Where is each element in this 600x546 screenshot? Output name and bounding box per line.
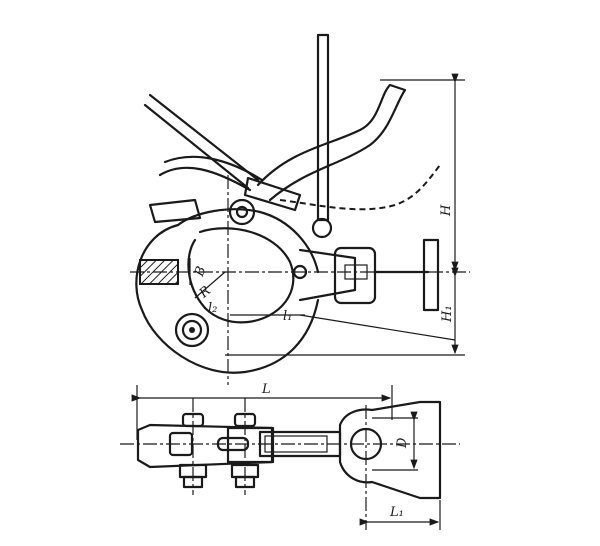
lower-bolt-inner — [181, 319, 203, 341]
rod-pin — [292, 264, 308, 280]
alternate-position-outline — [279, 164, 441, 211]
vertical-rod-pin — [311, 217, 333, 239]
r-leader — [194, 271, 226, 299]
upper-pivot-outer — [228, 198, 256, 226]
label-H: H — [439, 204, 454, 217]
label-l1: l₁ — [283, 309, 292, 324]
label-H1: H₁ — [440, 305, 455, 323]
label-L: L — [261, 382, 271, 397]
clamp-upper-body — [176, 208, 320, 274]
label-B: B — [192, 264, 210, 279]
bolt2-bottom-nut-b — [234, 475, 256, 489]
link-plate — [243, 176, 302, 212]
upper-pivot-inner — [235, 205, 249, 219]
top-view: L D L₁ — [120, 382, 460, 530]
bolt2-top-nut — [233, 412, 257, 428]
clamp-body-top — [136, 423, 274, 469]
bolt1-top-nut — [181, 412, 205, 428]
coupling — [226, 426, 275, 464]
diagonal-rod-lower — [143, 103, 250, 190]
upper-clamp-block — [148, 198, 202, 224]
l1-leader — [299, 314, 456, 341]
slot — [216, 436, 250, 452]
clamp-outer-body — [135, 223, 320, 374]
label-L1: L₁ — [389, 505, 404, 520]
lower-bolt-outer — [174, 312, 210, 348]
clamp-inner-bore — [198, 227, 295, 324]
lower-bolt-center — [189, 327, 195, 333]
eye-slot — [344, 264, 368, 280]
clamp-inner-arc — [187, 238, 207, 310]
hatched-section — [139, 259, 179, 285]
square-window — [168, 431, 194, 457]
tie-rod-thread — [264, 435, 328, 453]
side-view: H H₁ B R l₂ l₁ — [130, 33, 470, 385]
lever-lower-curve — [158, 166, 252, 192]
eye-hole — [349, 427, 383, 461]
label-l2: l₂ — [208, 301, 217, 316]
eye-bolt-block — [333, 246, 377, 305]
label-D: D — [395, 437, 410, 449]
bolt1-bottom-nut-b — [182, 475, 204, 489]
diagonal-rod-upper — [148, 93, 260, 182]
handle-plate — [422, 238, 440, 312]
vertical-rod — [316, 33, 330, 222]
lever-arm — [298, 248, 357, 302]
eye-end — [338, 400, 442, 500]
lever-handle — [256, 83, 407, 202]
